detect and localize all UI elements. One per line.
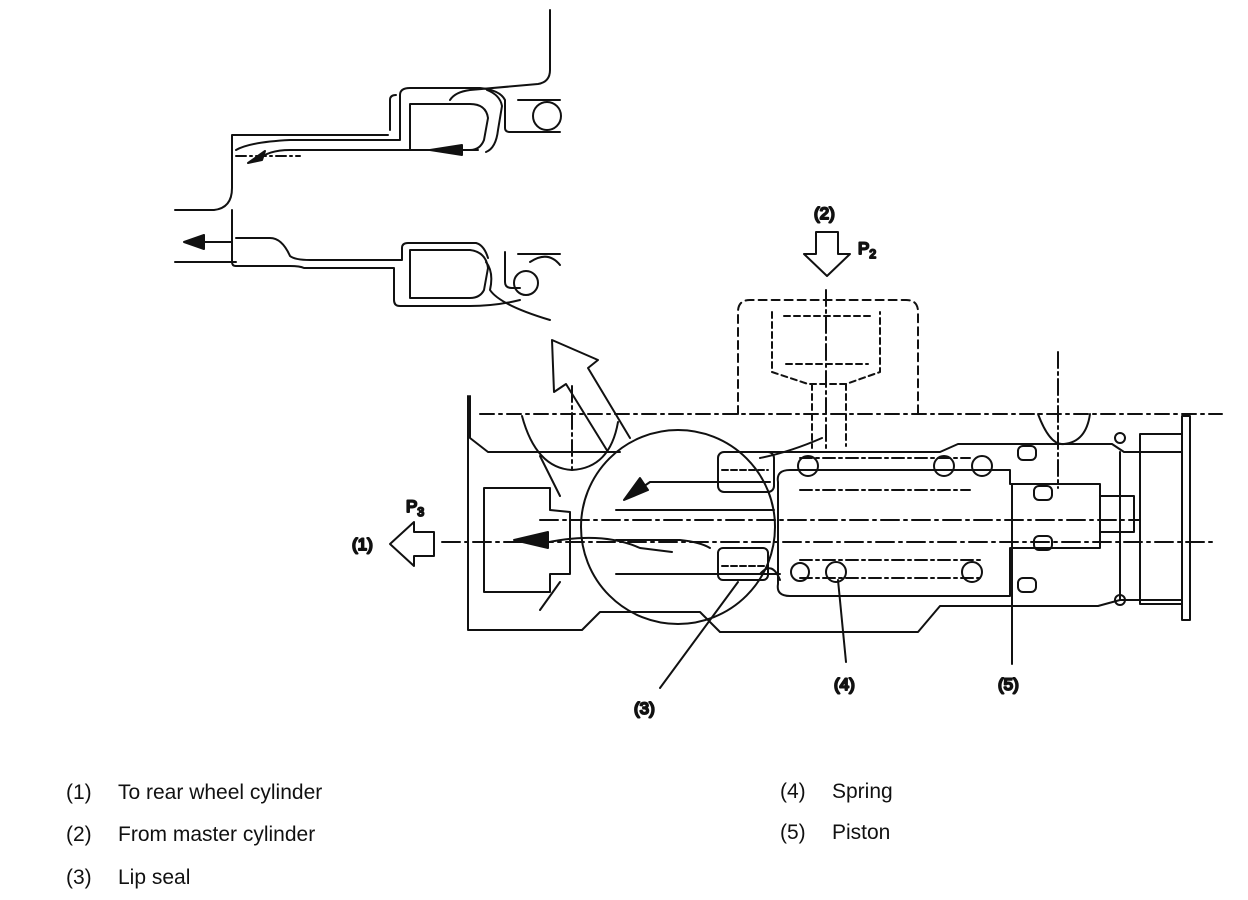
spring-coil bbox=[797, 455, 819, 477]
detail-ball-lower bbox=[513, 270, 539, 296]
legend-item-3: (3) Lip seal bbox=[66, 866, 190, 890]
flow-line bbox=[629, 481, 771, 497]
o-ring bbox=[1017, 577, 1037, 593]
lip-seal-upper bbox=[717, 451, 775, 493]
spring-coil bbox=[961, 561, 983, 583]
o-ring bbox=[1017, 445, 1037, 461]
p2-label: P2 bbox=[858, 239, 876, 261]
callout-4: (4) bbox=[834, 675, 855, 694]
legend-number: (1) bbox=[66, 781, 92, 804]
o-ring bbox=[1033, 535, 1053, 551]
legend-label: Spring bbox=[832, 780, 893, 803]
legend-item-2: (2) From master cylinder bbox=[66, 823, 315, 847]
o-ring-small bbox=[1114, 432, 1126, 444]
lip-seal-lower bbox=[717, 547, 769, 581]
legend-label: To rear wheel cylinder bbox=[118, 781, 323, 804]
inlet-port-housing bbox=[737, 299, 919, 415]
legend-number: (4) bbox=[780, 780, 806, 803]
callout-2: (2) bbox=[814, 204, 835, 223]
p3-label: P3 bbox=[406, 497, 424, 519]
leader-line-4 bbox=[837, 579, 847, 663]
legend-label: Lip seal bbox=[118, 866, 191, 889]
detail-housing-contour bbox=[449, 9, 551, 101]
detail-ball-upper bbox=[532, 101, 562, 131]
enlargement-pointer-arrow bbox=[551, 339, 631, 453]
legend-item-1: (1) To rear wheel cylinder bbox=[66, 781, 322, 805]
spring-coil bbox=[825, 561, 847, 583]
end-plug bbox=[1139, 433, 1183, 605]
leader-line-3 bbox=[659, 581, 739, 689]
legend-number: (5) bbox=[780, 821, 806, 844]
detail-lip-seal-lower bbox=[409, 249, 489, 299]
flow-arrowhead-inner-upper bbox=[623, 477, 649, 501]
legend-number: (2) bbox=[66, 823, 92, 846]
o-ring-small bbox=[1114, 594, 1126, 606]
callout-1: (1) bbox=[352, 535, 373, 554]
spring-coil bbox=[790, 562, 810, 582]
inlet-arrow bbox=[803, 231, 851, 277]
callout-3: (3) bbox=[634, 699, 655, 718]
flow-arrowhead-inner-lower bbox=[513, 531, 549, 549]
piston bbox=[776, 469, 1101, 597]
legend-item-4: (4) Spring bbox=[780, 780, 893, 804]
detail-enlargement bbox=[174, 9, 562, 321]
detail-flow-arrowhead-out bbox=[183, 234, 205, 250]
spring-coil bbox=[933, 455, 955, 477]
outlet-arrow bbox=[389, 521, 435, 567]
detail-body-outline bbox=[174, 134, 389, 267]
spring-coil bbox=[971, 455, 993, 477]
valve-body bbox=[441, 289, 1223, 633]
detail-lip-seal-upper bbox=[409, 103, 489, 151]
legend-label: From master cylinder bbox=[118, 823, 316, 846]
spring-guides bbox=[799, 457, 981, 579]
outlet-port-bore bbox=[483, 487, 571, 593]
legend-number: (3) bbox=[66, 866, 92, 889]
detail-flow-arrowhead-inner bbox=[429, 144, 463, 156]
callout-5: (5) bbox=[998, 675, 1019, 694]
legend-item-5: (5) Piston bbox=[780, 821, 890, 845]
legend-label: Piston bbox=[832, 821, 891, 844]
o-ring bbox=[1033, 485, 1053, 501]
magnifier-circle bbox=[580, 429, 776, 625]
